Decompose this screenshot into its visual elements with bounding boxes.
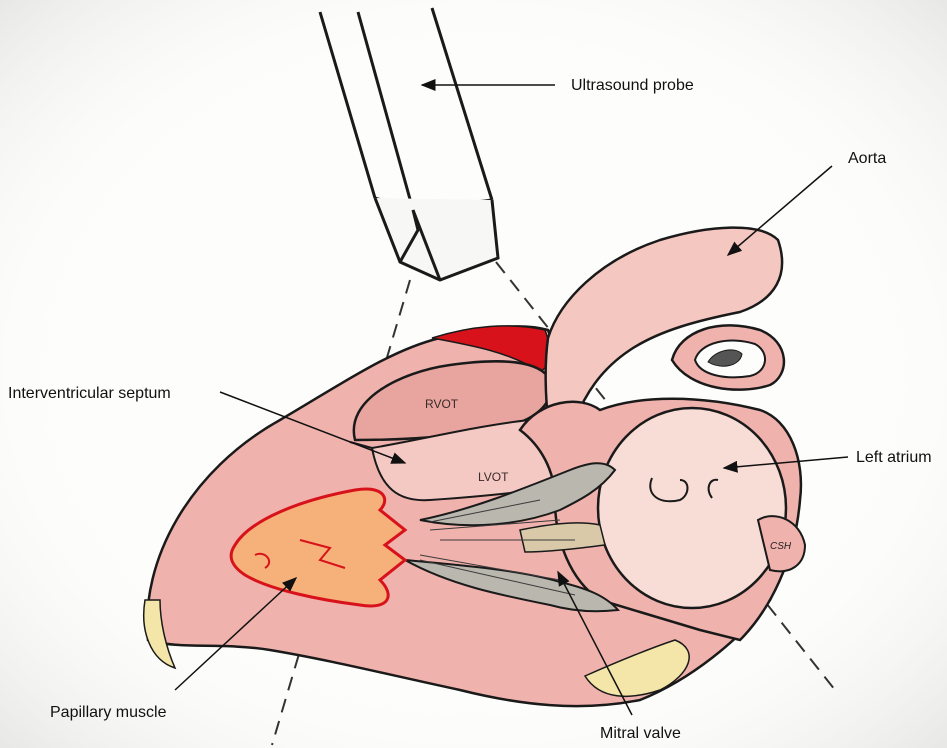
label-papillary-muscle: Papillary muscle xyxy=(50,704,167,721)
label-left-atrium: Left atrium xyxy=(856,449,932,466)
label-mitral-valve: Mitral valve xyxy=(600,725,681,742)
label-aorta: Aorta xyxy=(848,150,886,167)
left-atrium xyxy=(598,408,786,608)
label-ultrasound-probe: Ultrasound probe xyxy=(571,77,694,94)
lvot-label: LVOT xyxy=(478,470,509,484)
rvot-label: RVOT xyxy=(425,397,459,411)
csh-label: CSH xyxy=(770,541,792,552)
label-interventricular-septum: Interventricular septum xyxy=(8,385,171,402)
